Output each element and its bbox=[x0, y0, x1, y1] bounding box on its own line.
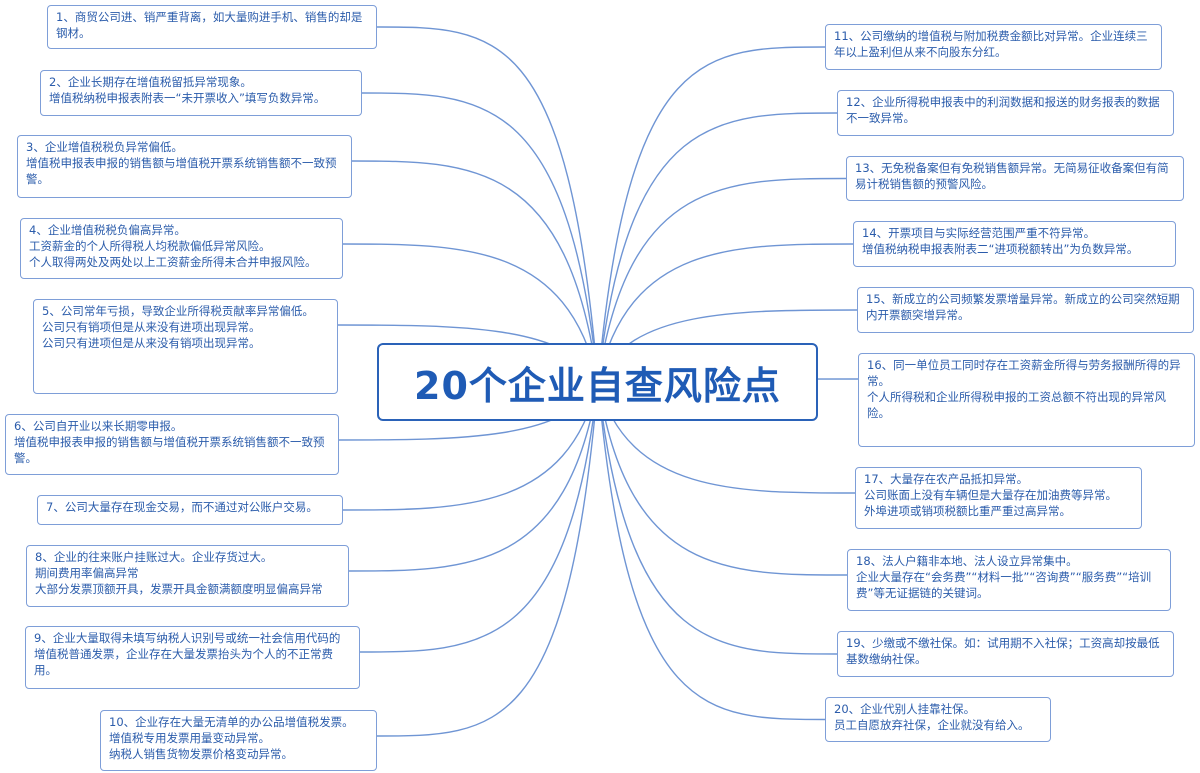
connector-line-3 bbox=[351, 160, 599, 383]
risk-node-18[interactable]: 18、法人户籍非本地、法人设立异常集中。 企业大量存在“会务费”“材料一批”“咨… bbox=[847, 549, 1171, 611]
connector-line-7 bbox=[342, 381, 599, 511]
risk-node-6[interactable]: 6、公司自开业以来长期零申报。 增值税申报表申报的销售额与增值税开票系统销售额不… bbox=[5, 414, 339, 475]
connector-line-1 bbox=[376, 26, 599, 383]
connector-line-19 bbox=[597, 381, 838, 655]
connector-line-8 bbox=[348, 381, 599, 572]
connector-line-2 bbox=[361, 92, 599, 383]
risk-node-12[interactable]: 12、企业所得税申报表中的利润数据和报送的财务报表的数据不一致异常。 bbox=[837, 90, 1174, 136]
connector-line-18 bbox=[597, 381, 848, 576]
risk-node-13[interactable]: 13、无免税备案但有免税销售额异常。无简易征收备案但有简易计税销售额的预警风险。 bbox=[846, 156, 1184, 201]
risk-node-8[interactable]: 8、企业的往来账户挂账过大。企业存货过大。 期间费用率偏高异常 大部分发票顶额开… bbox=[26, 545, 349, 607]
risk-node-2[interactable]: 2、企业长期存在增值税留抵异常现象。 增值税纳税申报表附表一“未开票收入”填写负… bbox=[40, 70, 362, 116]
connector-line-14 bbox=[597, 243, 854, 383]
risk-node-9[interactable]: 9、企业大量取得未填写纳税人识别号或统一社会信用代码的增值税普通发票，企业存在大… bbox=[25, 626, 360, 689]
risk-node-19[interactable]: 19、少缴或不缴社保。如：试用期不入社保；工资高却按最低基数缴纳社保。 bbox=[837, 631, 1174, 677]
risk-node-14[interactable]: 14、开票项目与实际经营范围严重不符异常。 增值税纳税申报表附表二“进项税额转出… bbox=[853, 221, 1176, 267]
connector-line-11 bbox=[597, 46, 826, 383]
connector-line-13 bbox=[597, 177, 847, 383]
risk-node-17[interactable]: 17、大量存在农产品抵扣异常。 公司账面上没有车辆但是大量存在加油费等异常。 外… bbox=[855, 467, 1142, 529]
connector-line-4 bbox=[342, 243, 599, 383]
connector-line-10 bbox=[376, 381, 599, 737]
risk-node-1[interactable]: 1、商贸公司进、销严重背离，如大量购进手机、销售的却是钢材。 bbox=[47, 5, 377, 49]
risk-node-3[interactable]: 3、企业增值税税负异常偏低。 增值税申报表申报的销售额与增值税开票系统销售额不一… bbox=[17, 135, 352, 198]
connector-line-9 bbox=[359, 381, 599, 653]
connector-line-12 bbox=[597, 112, 838, 383]
risk-node-11[interactable]: 11、公司缴纳的增值税与附加税费金额比对异常。企业连续三年以上盈利但从来不向股东… bbox=[825, 24, 1162, 70]
risk-node-10[interactable]: 10、企业存在大量无清单的办公品增值税发票。 增值税专用发票用量变动异常。 纳税… bbox=[100, 710, 377, 771]
connector-line-20 bbox=[597, 381, 826, 721]
central-topic[interactable]: 20个企业自查风险点 bbox=[377, 343, 818, 421]
risk-node-7[interactable]: 7、公司大量存在现金交易，而不通过对公账户交易。 bbox=[37, 495, 343, 525]
risk-node-5[interactable]: 5、公司常年亏损，导致企业所得税贡献率异常偏低。 公司只有销项但是从来没有进项出… bbox=[33, 299, 338, 394]
risk-node-15[interactable]: 15、新成立的公司频繁发票增量异常。新成立的公司突然短期内开票额突增异常。 bbox=[857, 287, 1194, 333]
risk-node-20[interactable]: 20、企业代别人挂靠社保。 员工自愿放弃社保，企业就没有给入。 bbox=[825, 697, 1051, 742]
risk-node-16[interactable]: 16、同一单位员工同时存在工资薪金所得与劳务报酬所得的异常。 个人所得税和企业所… bbox=[858, 353, 1195, 447]
risk-node-4[interactable]: 4、企业增值税税负偏高异常。 工资薪金的个人所得税人均税款偏低异常风险。 个人取… bbox=[20, 218, 343, 279]
